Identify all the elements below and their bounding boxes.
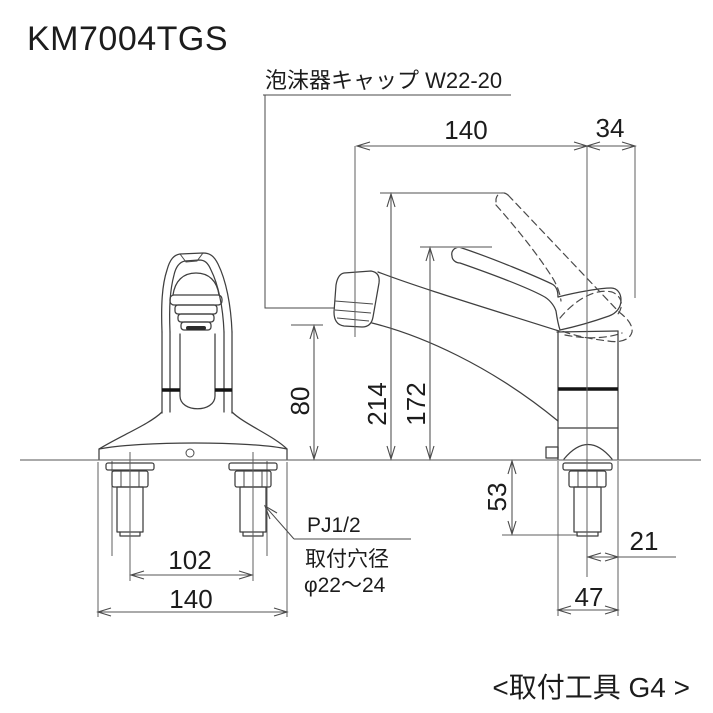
model-number: KM7004TGS xyxy=(27,20,228,58)
tool-note: <取付工具 G4 > xyxy=(492,672,690,703)
dimension-lines xyxy=(96,141,676,617)
left-mounting-shank xyxy=(105,452,155,581)
front-view xyxy=(98,252,288,581)
thread-type-label: PJ1/2 xyxy=(307,514,361,537)
dim-spout-reach: 140 xyxy=(444,115,487,145)
dim-base-width: 140 xyxy=(169,584,212,614)
dim-under-counter: 53 xyxy=(482,483,512,512)
dim-body-depth: 47 xyxy=(575,582,604,612)
dim-mounting-pitch: 102 xyxy=(168,545,211,575)
aerator-leader-line xyxy=(263,94,511,309)
dim-height-handle: 172 xyxy=(401,382,431,425)
aerator-cap-label: 泡沫器キャップ W22-20 xyxy=(265,68,502,93)
mounting-hole-diameter: φ22〜24 xyxy=(304,574,386,597)
mounting-hole-label: 取付穴径 xyxy=(305,548,389,571)
dim-height-raised: 214 xyxy=(362,382,392,425)
dim-handle-overhang: 34 xyxy=(596,113,625,143)
dim-rear-clearance: 21 xyxy=(630,526,659,556)
right-mounting-shank xyxy=(228,452,278,581)
dim-outlet-height: 80 xyxy=(285,387,315,416)
